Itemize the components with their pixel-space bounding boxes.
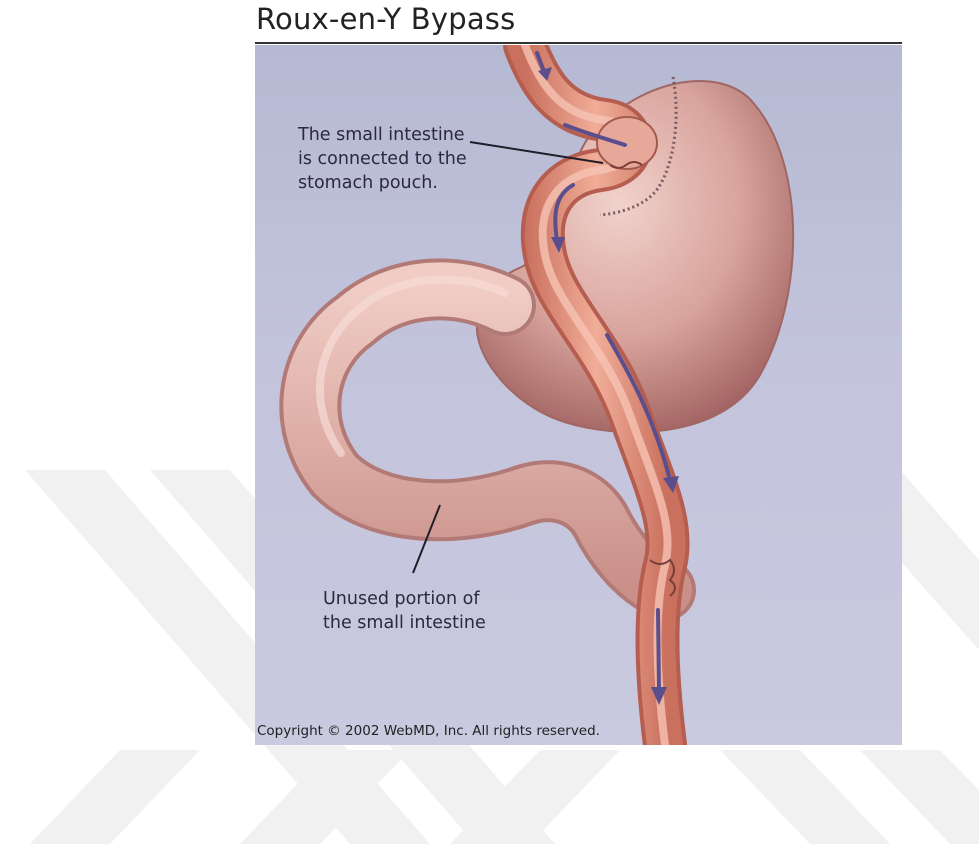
label-unused-intestine: Unused portion of the small intestine (323, 587, 486, 635)
bypass-illustration: The small intestine is connected to the … (255, 45, 902, 745)
stomach-pouch (597, 117, 657, 169)
title-underline (255, 42, 902, 44)
copyright-notice: Copyright © 2002 WebMD, Inc. All rights … (257, 723, 600, 739)
diagram-title: Roux-en-Y Bypass (256, 2, 515, 36)
label-small-intestine-connection: The small intestine is connected to the … (298, 123, 467, 195)
